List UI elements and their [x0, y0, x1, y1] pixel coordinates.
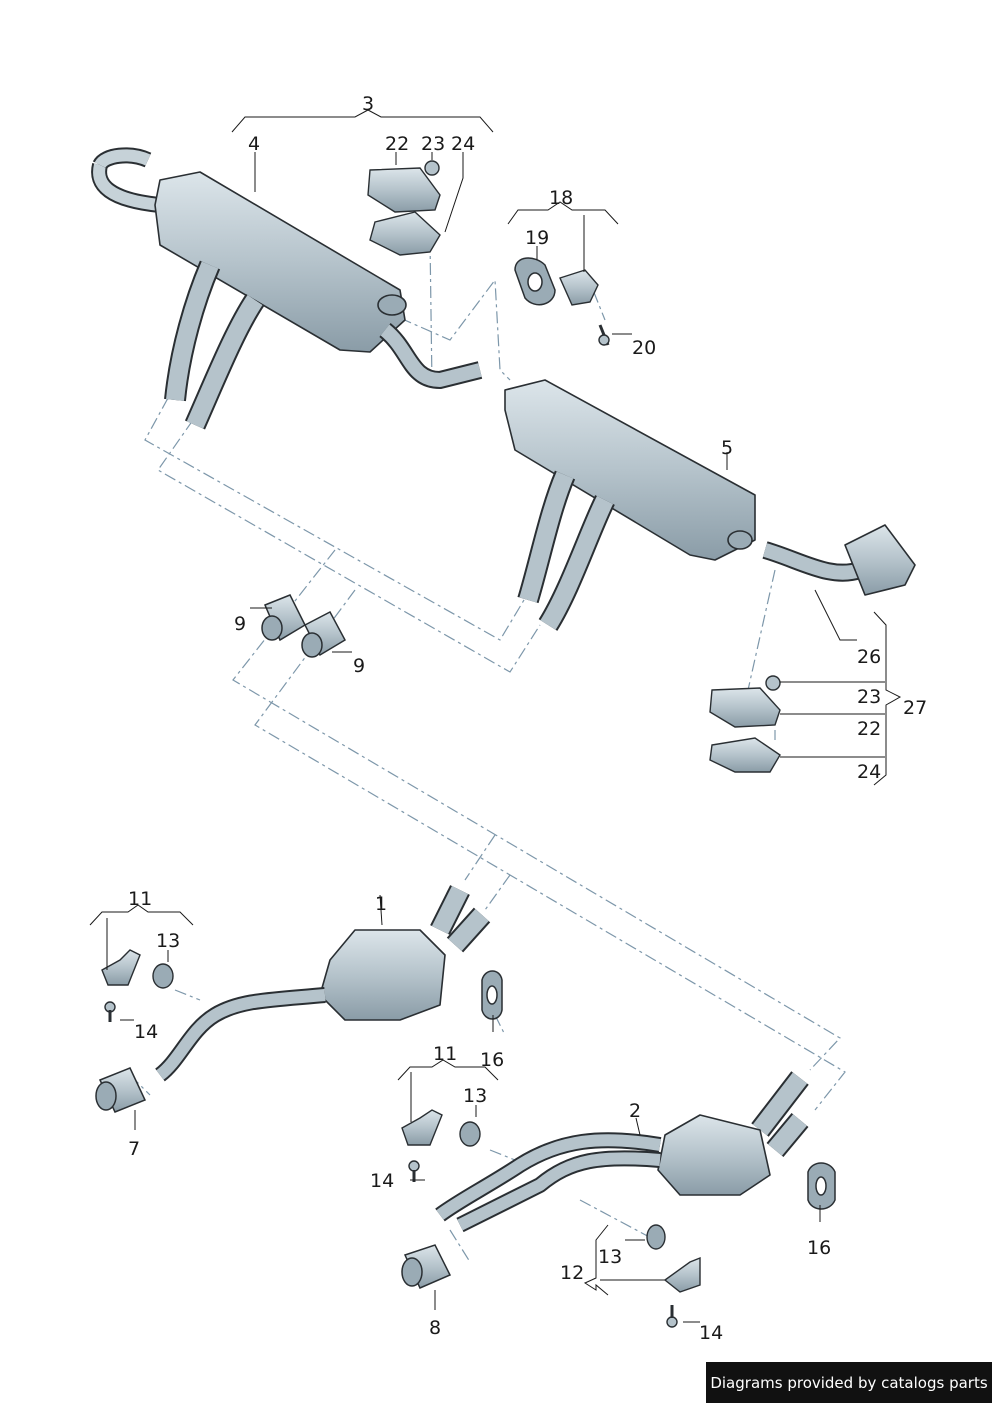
label-1: 1 — [375, 893, 387, 915]
label-13-left: 13 — [156, 930, 180, 952]
rubber-hanger-16-left — [481, 970, 503, 1020]
label-2: 2 — [629, 1100, 641, 1122]
rubber-hanger-top — [514, 257, 556, 306]
label-19: 19 — [525, 227, 549, 249]
label-24-top: 24 — [451, 133, 475, 155]
clamp-9b — [301, 610, 346, 658]
label-18: 18 — [549, 187, 573, 209]
clamp-8 — [401, 1244, 452, 1289]
label-22-lower: 22 — [857, 718, 881, 740]
bracket-top — [559, 269, 610, 346]
label-4: 4 — [248, 133, 260, 155]
label-23-top: 23 — [421, 133, 445, 155]
rear-silencer-right — [504, 379, 916, 631]
label-26: 26 — [857, 646, 881, 668]
part-labels: 3 4 22 23 24 18 19 20 5 9 9 26 23 27 22 … — [128, 93, 927, 1344]
label-8: 8 — [429, 1317, 441, 1339]
flap-actuator-top — [367, 160, 441, 256]
label-14-middle: 14 — [370, 1170, 394, 1192]
rubber-hanger-16-right — [807, 1162, 836, 1210]
bracket-12 — [646, 1224, 701, 1328]
assembly-dash-lines — [129, 239, 846, 1263]
clamp-9a — [261, 594, 306, 642]
centre-silencer-1 — [154, 885, 491, 1082]
label-14-bottom: 14 — [699, 1322, 723, 1344]
label-11-middle: 11 — [433, 1043, 457, 1065]
label-16-left: 16 — [480, 1049, 504, 1071]
flap-actuator-lower — [709, 675, 781, 773]
label-7: 7 — [128, 1138, 140, 1160]
credit-banner: Diagrams provided by catalogs parts — [706, 1362, 992, 1403]
label-13-middle: 13 — [463, 1085, 487, 1107]
label-16-right: 16 — [807, 1237, 831, 1259]
label-24-lower: 24 — [857, 761, 881, 783]
clamp-7 — [95, 1067, 147, 1113]
label-11-left: 11 — [128, 888, 152, 910]
label-9-a: 9 — [234, 613, 246, 635]
label-23-lower: 23 — [857, 686, 881, 708]
label-22-top: 22 — [385, 133, 409, 155]
bracket-11-left — [101, 949, 174, 1022]
leader-lines — [89, 109, 902, 1323]
label-9-b: 9 — [353, 655, 365, 677]
label-13-bottom: 13 — [598, 1246, 622, 1268]
rear-silencer-left — [91, 147, 483, 430]
label-5: 5 — [721, 437, 733, 459]
label-20: 20 — [632, 337, 656, 359]
label-27: 27 — [903, 697, 927, 719]
centre-silencer-2 — [435, 1071, 809, 1233]
label-12: 12 — [560, 1262, 584, 1284]
label-14-left: 14 — [134, 1021, 158, 1043]
bracket-11-middle — [401, 1109, 481, 1182]
label-3: 3 — [362, 93, 374, 115]
